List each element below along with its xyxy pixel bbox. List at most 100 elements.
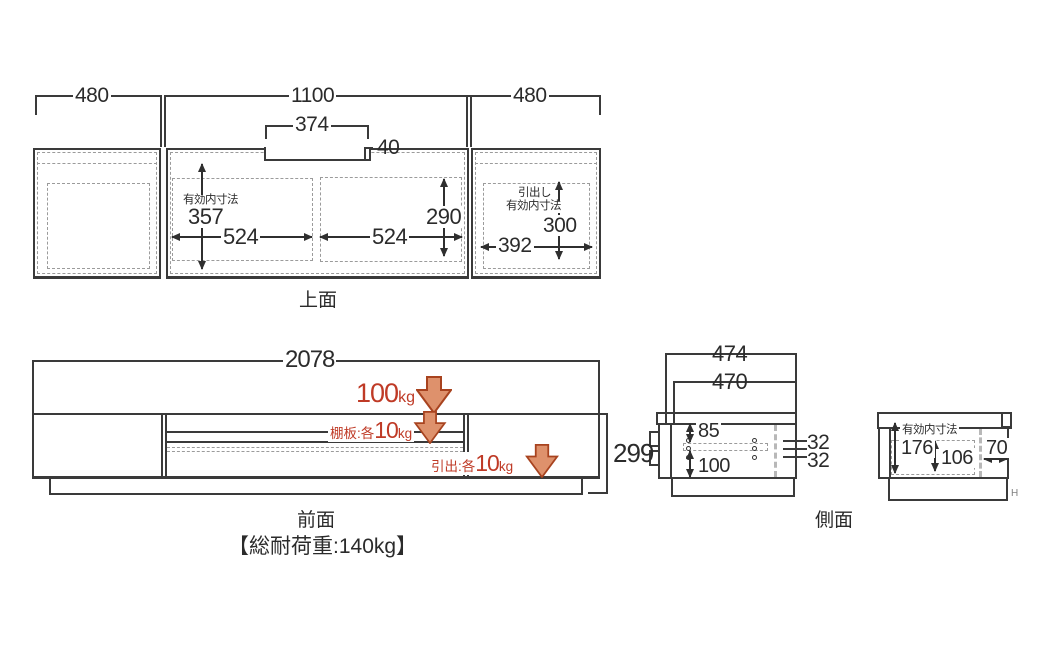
- total-load-note: 【総耐荷重:140kg】: [228, 535, 418, 558]
- topview-right-inner-outline: [475, 152, 597, 274]
- sideview-dim-tick: [673, 381, 675, 423]
- topview-dim-tick: [164, 95, 166, 147]
- frontview-base: [49, 477, 583, 495]
- frontview-dim-height: 299: [613, 438, 654, 468]
- topview-dim-inner-depth: 357: [186, 204, 226, 229]
- topview-inner-label: 有効内寸法: [181, 194, 240, 207]
- topview-notch-depth-tick: [364, 147, 366, 161]
- sideview2-dim-inner-height: 176: [899, 437, 935, 459]
- load-arrow-icon: [416, 376, 452, 414]
- drawer-load-value: 10: [475, 450, 500, 476]
- topview-dim-drawer-width: 392: [496, 234, 534, 257]
- frontview-dim-total-width: 2078: [283, 346, 337, 373]
- sideview2-front-edge: [1001, 412, 1012, 428]
- top-load-unit: kg: [398, 389, 415, 406]
- sideview-base: [671, 477, 795, 497]
- topview-left-section: [33, 148, 161, 279]
- topview-dim-left-inner-width: 524: [221, 224, 261, 249]
- frontview-shelf-line: [167, 441, 463, 443]
- sideview2-back-panel-line: [889, 429, 891, 477]
- topview-drawer-width-arrow: [480, 242, 593, 251]
- load-arrow-icon: [525, 444, 559, 478]
- sideview-dim-pitch-a: 32: [807, 431, 830, 454]
- frontview-divider-right: [467, 415, 469, 477]
- frontview-dim-tick: [588, 492, 608, 494]
- sideview-back-panel-line: [670, 425, 672, 477]
- topview-left-inner-space: [47, 183, 150, 269]
- shelf-pin-hole: [752, 455, 757, 460]
- topview-dim-tick: [466, 95, 468, 147]
- drawer-load-prefix: 引出:各: [431, 459, 476, 474]
- topview-left-inner-outline: [37, 152, 157, 274]
- topview-drawer-label2: 有効内寸法: [504, 200, 563, 213]
- shelf-load-value: 10: [374, 417, 399, 443]
- topview-dim-right-width: 480: [511, 84, 549, 107]
- frontview-divider-left: [161, 415, 163, 477]
- frontview-shelf-line: [167, 431, 463, 433]
- frontview-dim-tick: [32, 360, 34, 413]
- sideview-dim-line-474: [665, 353, 797, 355]
- topview-cable-notch: [264, 147, 371, 161]
- topview-dim-right-inner-depth: 290: [424, 204, 464, 229]
- sideview-top-offset-arrow: [685, 423, 694, 443]
- topview-dim-center-width: 1100: [289, 84, 337, 107]
- sideview2-inner-height-arrow: [890, 422, 899, 474]
- topview-drawer-label1: 引出し: [516, 187, 553, 200]
- sideview-pitch-line: [783, 456, 807, 458]
- sideview-dim-top-depth: 470: [712, 369, 748, 394]
- topview-dim-drawer-depth: 300: [541, 214, 579, 237]
- top-load-value: 100: [356, 378, 399, 408]
- frontview-hidden-line: [167, 447, 463, 448]
- sideview-dim-top-offset: 85: [696, 420, 722, 442]
- topview-right-section: [471, 148, 601, 279]
- sideview-front-hidden-line: [774, 425, 777, 477]
- sideview2-back-gap-arrow: [983, 454, 1008, 463]
- topview-dim-right-inner-width: 524: [370, 224, 410, 249]
- sideview-pitch-line: [783, 448, 807, 450]
- shelf-load-prefix: 棚板:各: [330, 426, 375, 441]
- load-arrow-icon: [413, 411, 447, 444]
- sideview-dim-pitch-b: 32: [807, 449, 830, 472]
- shelf-pin-hole: [752, 446, 757, 451]
- sideview-caption: 側面: [815, 510, 854, 531]
- topview-right-inner-line: [475, 163, 597, 164]
- topview-dim-tick: [599, 95, 601, 115]
- frontview-dim-tick: [598, 360, 600, 413]
- sideview2-dim-back-gap: 70: [984, 437, 1010, 459]
- topview-dim-notch-width: 374: [293, 113, 331, 136]
- sideview-shelf-hidden-outline: [683, 443, 768, 451]
- sideview-dim-bottom-offset: 100: [696, 455, 732, 477]
- frontview-dim-line-299: [606, 413, 608, 494]
- topview-dim-left-width: 480: [73, 84, 111, 107]
- sideview2-inner-label: 有効内寸法: [900, 424, 959, 437]
- topview-caption: 上面: [299, 290, 338, 311]
- frontview-hidden-line: [167, 451, 463, 452]
- sideview2-front-hidden-line: [979, 429, 982, 477]
- sideview-dim-tick: [665, 353, 667, 423]
- sideview2-corner-mark: H: [1011, 488, 1019, 499]
- drawer-load-unit: kg: [498, 459, 514, 474]
- frontview-divider-left: [165, 415, 167, 477]
- shelf-pin-hole: [752, 438, 757, 443]
- topview-left-inner-line: [37, 163, 157, 164]
- frontview-dim-tick: [597, 413, 608, 415]
- topview-right-inner-space: [483, 183, 590, 269]
- sideview-dim-outer-depth: 474: [712, 341, 748, 366]
- shelf-load-unit: kg: [397, 426, 413, 441]
- topview-center-left-compartment: [172, 178, 313, 261]
- frontview-divider-right: [463, 415, 465, 477]
- sideview-bottom-offset-arrow: [685, 450, 694, 478]
- topview-dim-tick: [367, 125, 369, 139]
- sideview2-dim-drawer-height: 106: [939, 447, 975, 469]
- sideview-dim-line-470: [673, 381, 797, 383]
- sideview-pitch-line: [783, 440, 807, 442]
- topview-dim-tick: [470, 95, 472, 147]
- topview-dim-tick: [35, 95, 37, 115]
- frontview-caption: 前面: [297, 510, 336, 531]
- sideview-body: [658, 423, 797, 479]
- topview-notch-depth-tick: [364, 147, 373, 149]
